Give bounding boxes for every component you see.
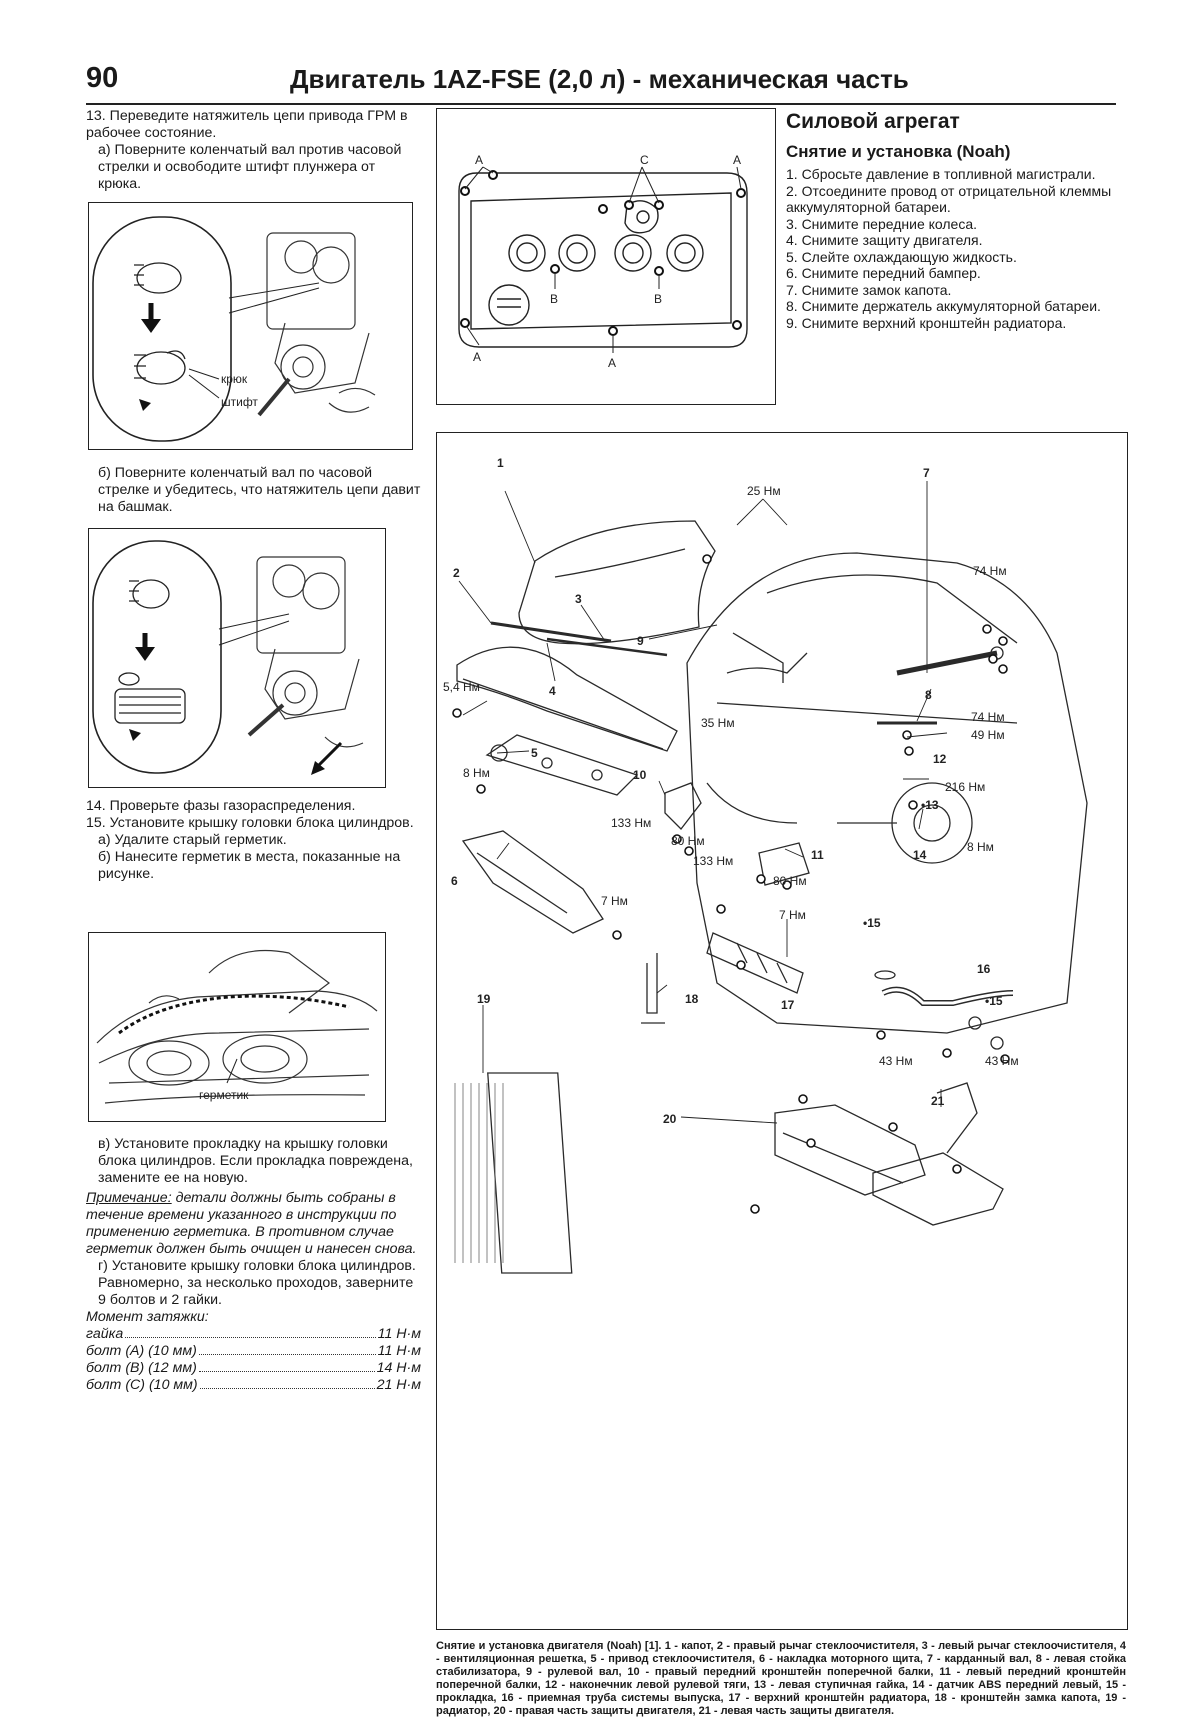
callout-6: 6 xyxy=(451,874,458,888)
step13b-text: б) Поверните коленчатый вал по часовой с… xyxy=(98,465,421,515)
callout-11: 11 xyxy=(811,848,824,862)
steps14-15-block: 14. Проверьте фазы газораспределения. 15… xyxy=(86,798,421,883)
torque-7a: 7 Нм xyxy=(601,894,628,908)
torque-8a: 8 Нм xyxy=(463,766,490,780)
torque-value: 11 Н·м xyxy=(377,1343,421,1359)
sealant-figure: герметик xyxy=(88,932,386,1122)
removal-step: 6. Снимите передний бампер. xyxy=(786,265,981,281)
callout-3: 3 xyxy=(575,592,582,606)
removal-step: 4. Снимите защиту двигателя. xyxy=(786,232,983,248)
cover-label-a3: A xyxy=(473,350,481,364)
callout-12: 12 xyxy=(933,752,947,766)
torque-49: 49 Нм xyxy=(971,728,1005,742)
torque-name: гайка xyxy=(86,1326,124,1342)
figure-caption: Снятие и установка двигателя (Noah) [1].… xyxy=(436,1640,1126,1717)
torque-name: болт (C) (10 мм) xyxy=(86,1377,198,1393)
torque-5-4: 5,4 Нм xyxy=(443,680,480,694)
torque-title: Момент затяжки: xyxy=(86,1309,209,1325)
callout-7: 7 xyxy=(923,466,930,480)
torque-7b: 7 Нм xyxy=(779,908,806,922)
torque-row: болт (C) (10 мм) 21 Н·м xyxy=(86,1377,421,1394)
step14-text: 14. Проверьте фазы газораспределения. xyxy=(86,798,356,814)
step13-text: 13. Переведите натяжитель цепи привода Г… xyxy=(86,108,408,141)
header-divider xyxy=(86,103,1116,105)
callout-1: 1 xyxy=(497,456,504,470)
step15a-text: а) Удалите старый герметик. xyxy=(98,832,287,848)
removal-step: 3. Снимите передние колеса. xyxy=(786,215,978,232)
callout-14: 14 xyxy=(913,848,927,862)
torque-name: болт (A) (10 мм) xyxy=(86,1343,197,1359)
step15g-text: г) Установите крышку головки блока цилин… xyxy=(98,1258,416,1308)
tensioner-release-figure: крюк штифт xyxy=(88,202,413,450)
step13a-text: а) Поверните коленчатый вал против часов… xyxy=(98,142,402,192)
head-cover-figure: A C A B B A A xyxy=(436,108,776,405)
callout-4: 4 xyxy=(549,684,556,698)
removal-step: 5. Слейте охлаждающую жидкость. xyxy=(786,248,1017,265)
callout-8: 8 xyxy=(925,688,932,702)
cover-label-a1: A xyxy=(475,153,483,167)
callout-9: 9 xyxy=(637,634,644,648)
removal-step: 1. Сбросьте давление в топливной магистр… xyxy=(786,166,1096,182)
removal-step: 8. Снимите держатель аккумуляторной бата… xyxy=(786,298,1101,314)
callout-21: 21 xyxy=(931,1094,945,1108)
tensioner-pressure-figure xyxy=(88,528,386,788)
callout-10: 10 xyxy=(633,768,647,782)
callout-5: 5 xyxy=(531,746,538,760)
torque-216: 216 Нм xyxy=(945,780,985,794)
torque-133b: 133 Нм xyxy=(693,854,733,868)
torque-8b: 8 Нм xyxy=(967,840,994,854)
page-title: Двигатель 1AZ-FSE (2,0 л) - механическая… xyxy=(290,64,909,94)
step15b-text: б) Нанесите герметик в места, показанные… xyxy=(98,849,401,882)
section-title: Силовой агрегат xyxy=(786,110,960,133)
torque-row: гайка 11 Н·м xyxy=(86,1326,421,1343)
note-text: детали должны быть собраны в течение вре… xyxy=(86,1190,417,1257)
callout-17: 17 xyxy=(781,998,795,1012)
removal-step: 2. Отсоедините провод от отрицательной к… xyxy=(786,182,1112,216)
torque-name: болт (B) (12 мм) xyxy=(86,1360,197,1376)
pin-label: штифт xyxy=(221,395,258,409)
torque-value: 14 Н·м xyxy=(376,1360,421,1376)
step13b-block: б) Поверните коленчатый вал по часовой с… xyxy=(86,465,421,516)
torque-74b: 74 Нм xyxy=(971,710,1005,724)
removal-step: 9. Снимите верхний кронштейн радиатора. xyxy=(786,314,1067,331)
torque-value: 21 Н·м xyxy=(376,1377,421,1393)
callout-16: 16 xyxy=(977,962,991,976)
engine-removal-figure: 1 2 3 4 5 6 7 8 9 10 11 12 •13 14 •15 •1… xyxy=(436,432,1128,1630)
callout-15b: •15 xyxy=(985,994,1003,1008)
cover-label-b1: B xyxy=(550,292,558,306)
removal-steps: 1. Сбросьте давление в топливной магистр… xyxy=(786,166,1122,331)
callout-2: 2 xyxy=(453,566,460,580)
torque-row: болт (B) (12 мм) 14 Н·м xyxy=(86,1360,421,1377)
subsection-title: Снятие и установка (Noah) xyxy=(786,142,1011,161)
page-number: 90 xyxy=(86,62,119,94)
torque-80a: 80 Нм xyxy=(671,834,705,848)
callout-19: 19 xyxy=(477,992,491,1006)
step13-block: 13. Переведите натяжитель цепи привода Г… xyxy=(86,108,421,193)
torque-74a: 74 Нм xyxy=(973,564,1007,578)
callout-18: 18 xyxy=(685,992,699,1006)
torque-133a: 133 Нм xyxy=(611,816,651,830)
cover-label-c: C xyxy=(640,153,649,167)
torque-80b: 80 Нм xyxy=(773,874,807,888)
torque-25: 25 Нм xyxy=(747,484,781,498)
torque-35: 35 Нм xyxy=(701,716,735,730)
note-label: Примечание: xyxy=(86,1190,172,1206)
torque-row: болт (A) (10 мм) 11 Н·м xyxy=(86,1343,421,1360)
step15v-block: в) Установите прокладку на крышку головк… xyxy=(86,1136,421,1394)
cover-label-b2: B xyxy=(654,292,662,306)
cover-label-a2: A xyxy=(733,153,741,167)
torque-43b: 43 Нм xyxy=(985,1054,1019,1068)
callout-15a: •15 xyxy=(863,916,881,930)
step15v-text: в) Установите прокладку на крышку головк… xyxy=(98,1136,413,1186)
step15-text: 15. Установите крышку головки блока цили… xyxy=(86,815,414,831)
torque-table: гайка 11 Н·м болт (A) (10 мм) 11 Н·м болт … xyxy=(86,1326,421,1394)
torque-43a: 43 Нм xyxy=(879,1054,913,1068)
callout-20: 20 xyxy=(663,1112,677,1126)
removal-step: 7. Снимите замок капота. xyxy=(786,281,952,298)
torque-value: 11 Н·м xyxy=(377,1326,421,1342)
cover-label-a4: A xyxy=(608,356,616,370)
hook-label: крюк xyxy=(221,372,248,386)
callout-13: •13 xyxy=(921,798,939,812)
sealant-label: герметик xyxy=(199,1088,249,1102)
